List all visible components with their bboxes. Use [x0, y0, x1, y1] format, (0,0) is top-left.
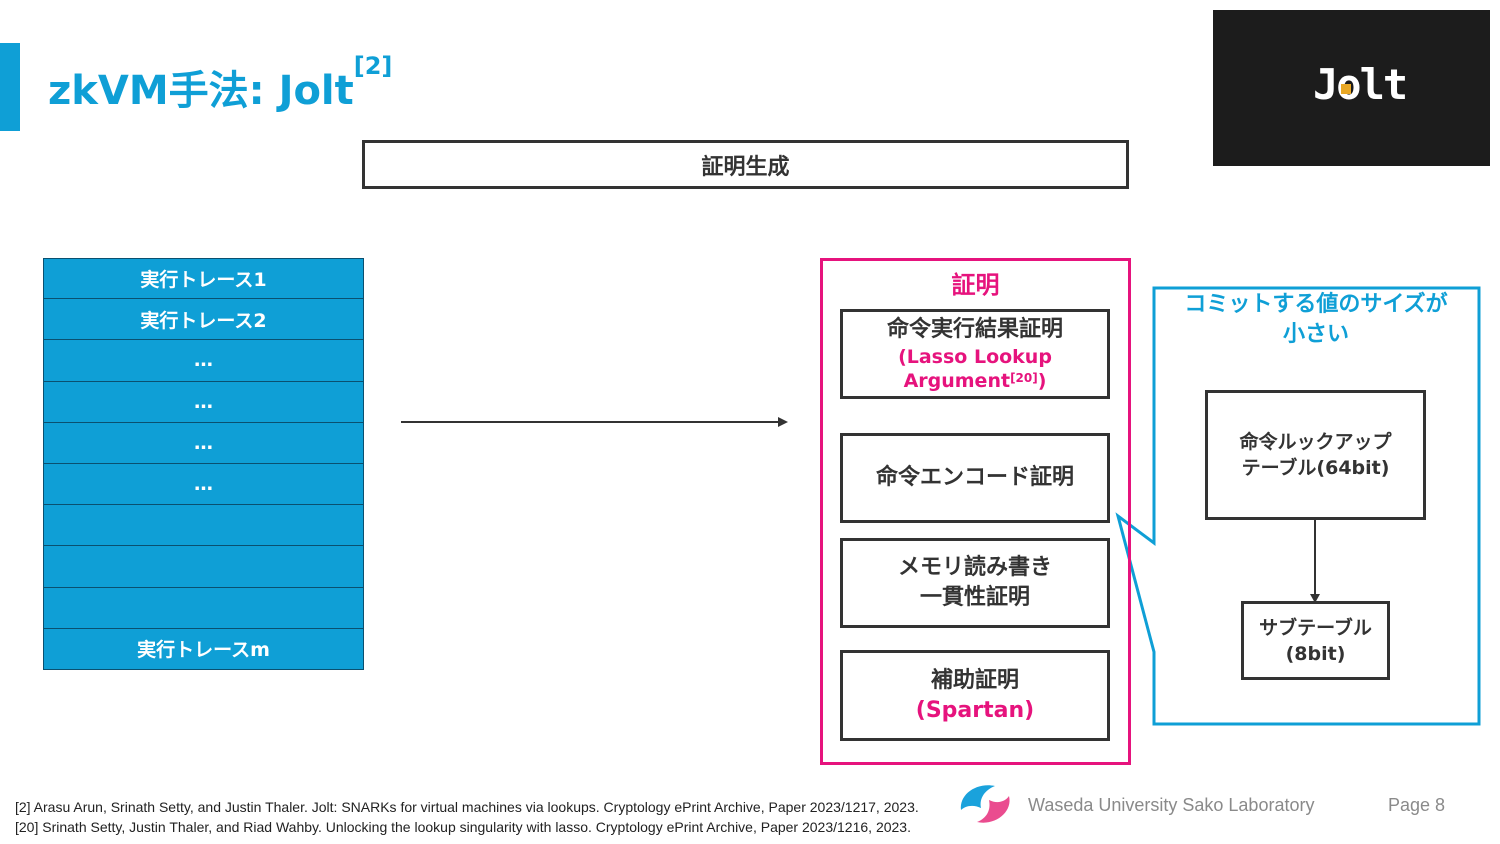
memory-proof-line1: メモリ読み書き	[897, 555, 1052, 580]
lasso-argument-line: Argument[20])	[904, 369, 1047, 393]
lasso-lookup-label: (Lasso Lookup	[898, 346, 1052, 368]
trace-row	[43, 587, 364, 629]
jolt-logo: Jolt	[1213, 10, 1490, 166]
lookup-table-line1: 命令ルックアップ	[1239, 431, 1392, 453]
trace-row: 実行トレースm	[43, 628, 364, 670]
trace-row	[43, 546, 364, 588]
subtable-line2: (8bit)	[1285, 642, 1346, 665]
trace-row: 実行トレース1	[43, 258, 364, 300]
instruction-result-proof-box: 命令実行結果証明 (Lasso Lookup Argument[20])	[840, 309, 1110, 399]
execution-trace-table: 実行トレース1 実行トレース2 … … … … 実行トレースm	[43, 258, 364, 670]
argument-close: )	[1037, 370, 1047, 392]
instruction-encode-proof-title: 命令エンコード証明	[875, 465, 1074, 490]
callout-title-line2: 小さい	[1282, 322, 1349, 347]
lookup-table-line2: テーブル(64bit)	[1241, 457, 1390, 479]
trace-row: …	[43, 463, 364, 506]
slide-title-text: zkVM手法: Jolt	[48, 68, 354, 114]
instruction-lookup-table-box: 命令ルックアップ テーブル(64bit)	[1205, 390, 1426, 520]
slide-title-ref: [2]	[353, 52, 393, 80]
trace-row: …	[43, 340, 364, 382]
proof-container: 証明	[820, 258, 1131, 765]
callout-title: コミットする値のサイズが 小さい	[1158, 290, 1474, 350]
trace-to-proof-arrow	[401, 417, 788, 427]
auxiliary-proof-title: 補助証明	[930, 667, 1019, 693]
footnote-2: [2] Arasu Arun, Srinath Setty, and Justi…	[15, 799, 919, 815]
jolt-logo-accent-dot	[1341, 84, 1351, 94]
spartan-label: (Spartan)	[915, 697, 1035, 723]
auxiliary-proof-box: 補助証明 (Spartan)	[840, 650, 1110, 741]
trace-row: 実行トレース2	[43, 299, 364, 341]
memory-consistency-proof-box: メモリ読み書き 一貫性証明	[840, 538, 1110, 628]
title-accent-bar	[0, 43, 20, 131]
callout-title-line1: コミットする値のサイズが	[1184, 292, 1448, 317]
instruction-encode-proof-box: 命令エンコード証明	[840, 433, 1110, 523]
argument-ref: [20]	[1010, 371, 1038, 385]
proof-generation-box: 証明生成	[362, 140, 1129, 189]
memory-proof-line2: 一貫性証明	[919, 585, 1030, 610]
footer-page-number: Page 8	[1388, 795, 1446, 815]
footer-lab-name: Waseda University Sako Laboratory	[1028, 795, 1315, 815]
proof-generation-label: 証明生成	[701, 154, 790, 180]
lab-logo-icon	[960, 785, 1010, 823]
trace-row	[43, 505, 364, 547]
jolt-logo-text: Jolt	[1313, 60, 1408, 109]
instruction-result-proof-title: 命令実行結果証明	[886, 317, 1063, 342]
trace-row: …	[43, 422, 364, 464]
proof-label: 証明	[951, 271, 1000, 299]
argument-text: Argument	[903, 370, 1011, 392]
footnote-20: [20] Srinath Setty, Justin Thaler, and R…	[15, 819, 911, 835]
subtable-line1: サブテーブル	[1259, 616, 1372, 639]
subtable-box: サブテーブル (8bit)	[1241, 601, 1390, 680]
slide-title: zkVM手法: Jolt[2]	[48, 52, 392, 116]
trace-row: …	[43, 381, 364, 423]
footnotes: [2] Arasu Arun, Srinath Setty, and Justi…	[15, 797, 919, 837]
